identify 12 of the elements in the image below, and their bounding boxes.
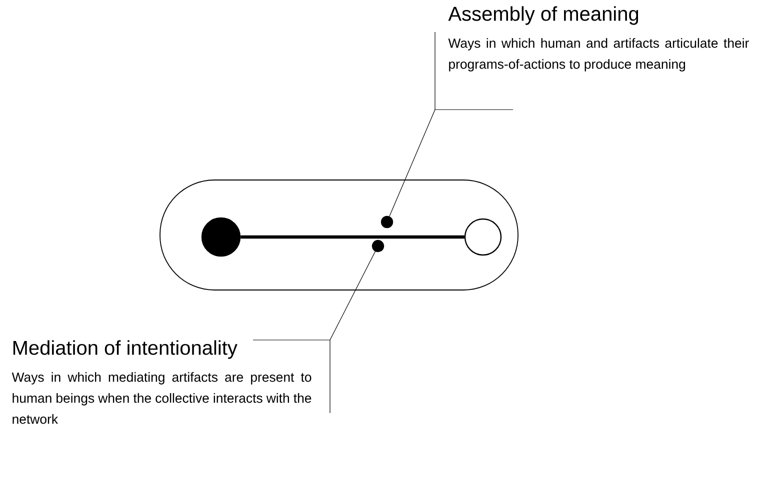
description: Ways in which human and artifacts articulate their programs-of-actions to produce meaning xyxy=(448,38,749,72)
open-circle xyxy=(464,218,502,256)
filled-circle xyxy=(201,217,241,257)
capsule-outline xyxy=(160,180,518,290)
description: Ways in which mediating artifacts are present to human beings when the collective interacts with the network xyxy=(12,372,312,424)
heading: Mediation of intentionality xyxy=(13,340,238,359)
heading: Assembly of meaning xyxy=(448,6,638,25)
leader-line xyxy=(330,251,376,340)
leader-line xyxy=(389,109,436,217)
point-marker xyxy=(372,240,384,252)
connector-line xyxy=(240,235,464,239)
point-marker xyxy=(380,216,394,228)
